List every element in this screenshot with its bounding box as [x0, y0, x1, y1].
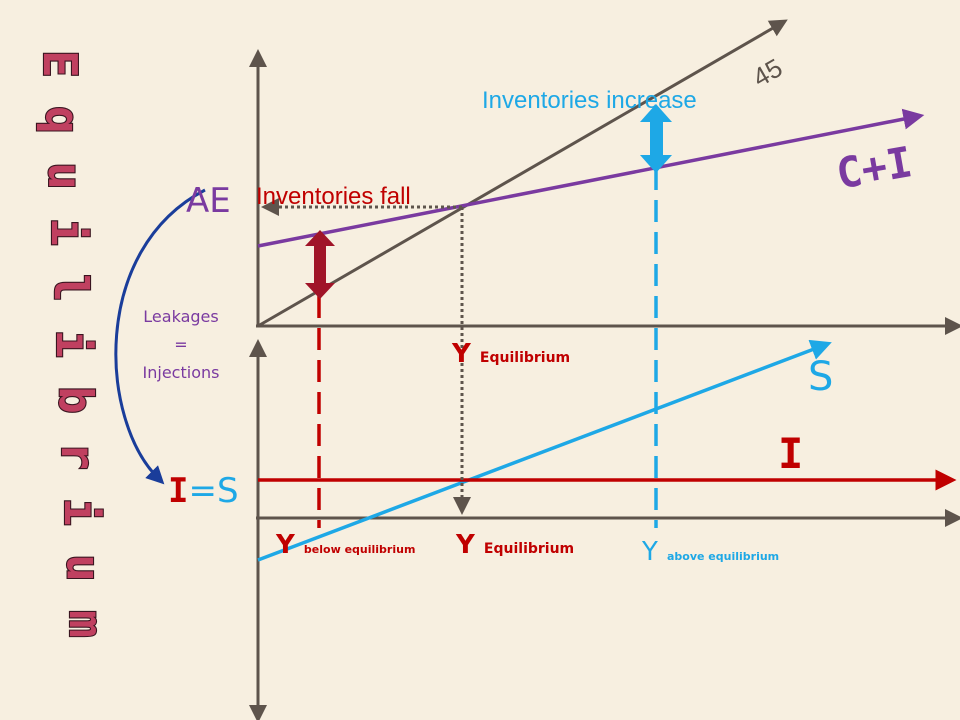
i-equals-s-label: I=S	[168, 471, 239, 511]
y-below-equilibrium-label: Y below equilibrium	[275, 530, 415, 560]
i-equals-s-i: I	[168, 471, 188, 511]
s-label: S	[808, 354, 833, 400]
forty-five-label: 45	[747, 52, 787, 92]
vertical-title-equilibrium: Equilibrium	[32, 49, 114, 639]
title-letter: i	[41, 218, 95, 246]
title-letter: u	[56, 554, 110, 582]
leakages-line-2: =	[174, 335, 187, 354]
title-letter: r	[51, 442, 105, 470]
y-equilibrium-top-sub: Equilibrium	[480, 350, 570, 366]
ae-label: AE	[186, 181, 231, 221]
c-plus-i-label: C+I	[833, 137, 916, 198]
y-equilibrium-bottom-sub: Equilibrium	[484, 541, 574, 557]
i-equals-s-s: S	[217, 471, 239, 511]
title-letter: i	[54, 498, 108, 526]
leakages-injections-text: Leakages = Injections	[143, 307, 220, 382]
i-label: I	[778, 429, 803, 478]
leakages-line-1: Leakages	[143, 307, 218, 326]
title-letter: u	[38, 162, 92, 190]
forty-five-degree-line	[257, 19, 788, 328]
y-letter-bottom: Y	[455, 530, 476, 560]
y-equilibrium-top-label: Y Equilibrium	[451, 339, 570, 369]
savings-line	[257, 339, 832, 562]
y-letter-top: Y	[451, 339, 472, 369]
title-letter: i	[46, 330, 100, 358]
leakages-line-3: Injections	[143, 363, 220, 382]
y-equilibrium-bottom-label: Y Equilibrium	[455, 530, 574, 560]
title-letter: b	[49, 386, 103, 414]
title-letter: E	[33, 50, 87, 78]
y-letter-below: Y	[275, 530, 296, 560]
inventories-increase-label: Inventories increase	[482, 87, 697, 114]
y-above-equilibrium-label: Y above equilibrium	[641, 537, 779, 567]
title-letter: q	[36, 106, 90, 134]
y-below-sub: below equilibrium	[304, 543, 416, 556]
c-plus-i-line	[257, 108, 925, 248]
inventories-fall-label: Inventories fall	[256, 183, 411, 210]
i-equals-s-sign: =	[188, 471, 217, 511]
y-letter-above: Y	[641, 537, 658, 567]
leakages-injections-curve	[114, 188, 206, 485]
title-letter: m	[59, 610, 113, 638]
title-letter: l	[43, 274, 97, 302]
y-above-sub: above equilibrium	[667, 550, 779, 563]
inventories-increase-arrow	[640, 104, 672, 173]
inventories-fall-arrow	[305, 230, 335, 299]
